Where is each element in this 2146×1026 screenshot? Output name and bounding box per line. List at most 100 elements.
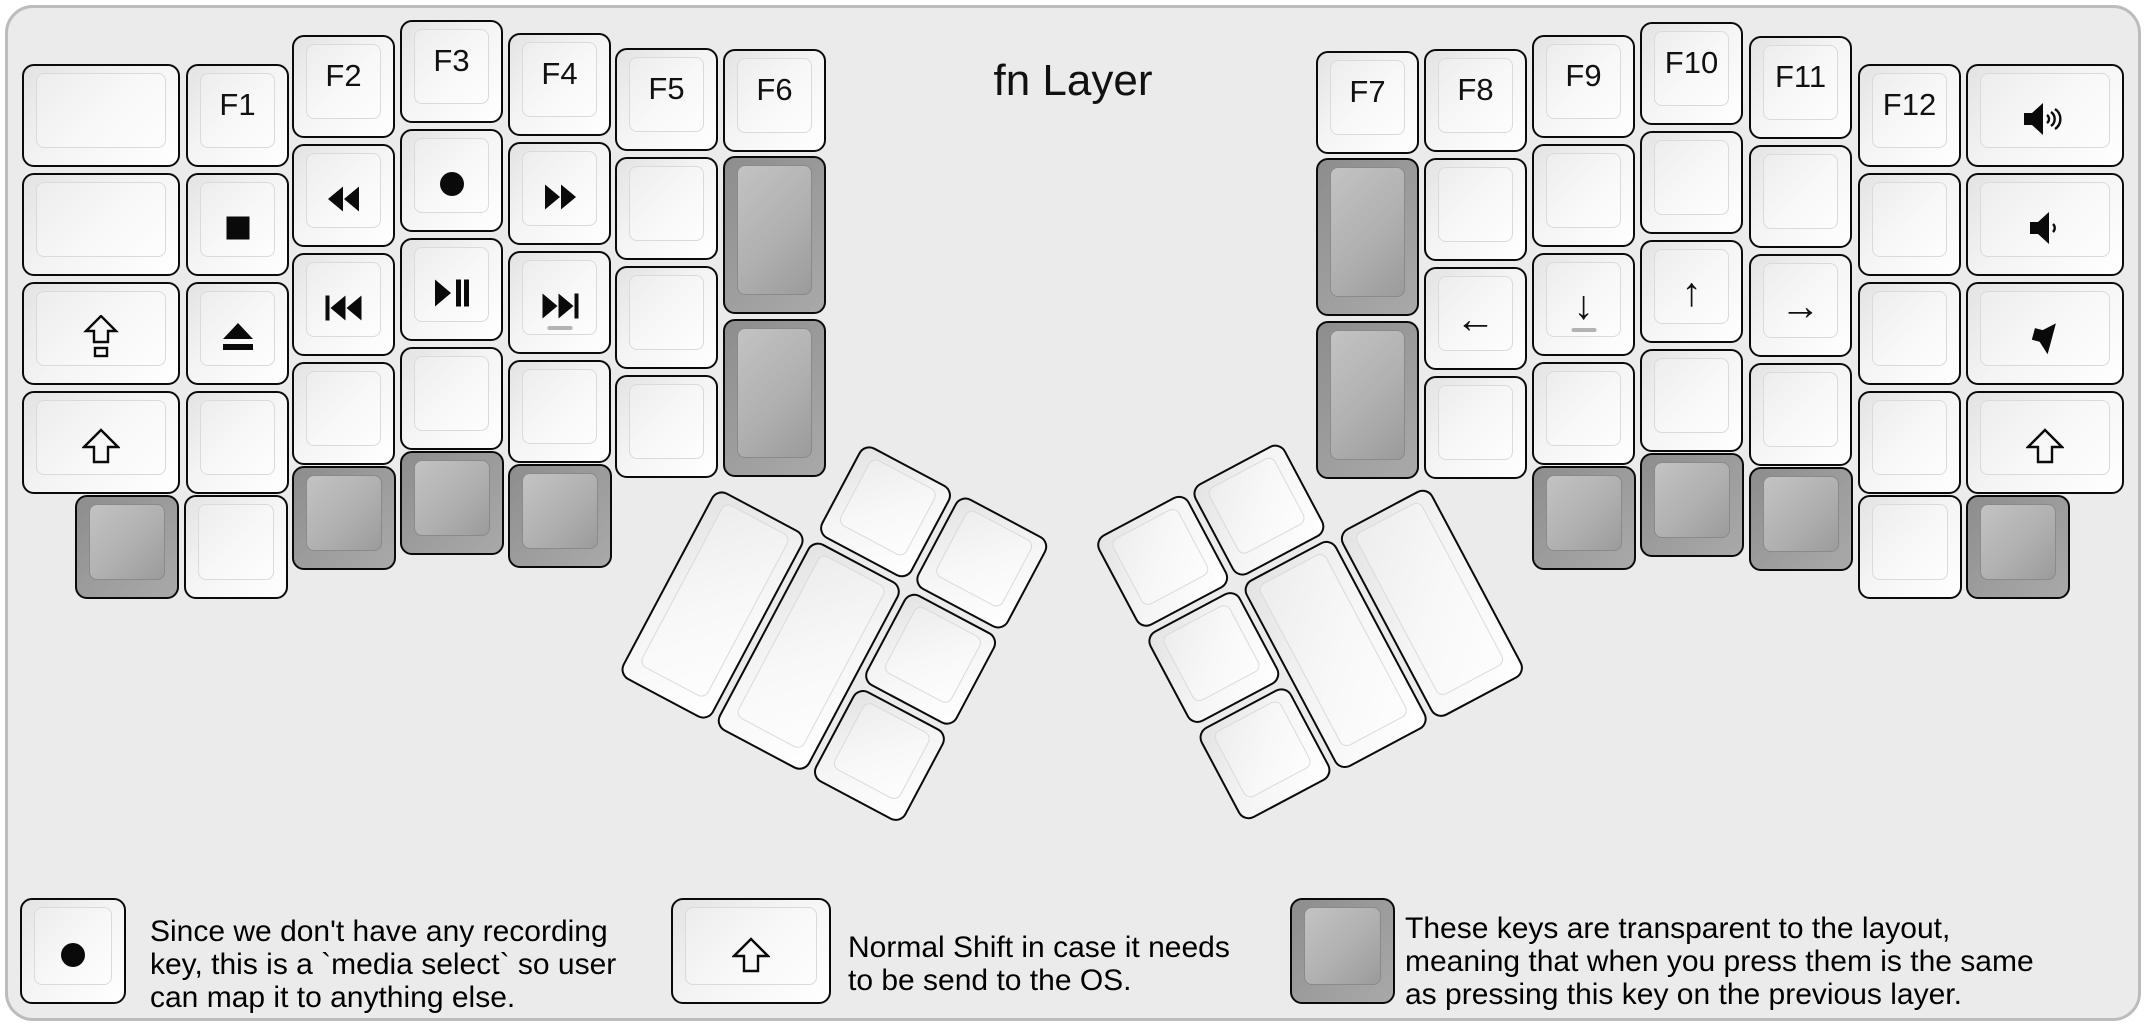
key-f2[interactable]: F2 [292,35,395,138]
key-media-next-track[interactable] [508,251,611,354]
keycap-surface [1438,167,1513,242]
key-blank[interactable] [186,391,289,494]
key-volume-up[interactable] [1966,64,2124,167]
key-media-record[interactable] [400,129,503,232]
key-mute[interactable] [1966,282,2124,385]
key-blank[interactable] [1424,158,1527,261]
key-f10[interactable]: F10 [1640,22,1743,125]
record-icon [60,942,86,968]
key-transparent[interactable] [1749,467,1853,571]
keycap-surface [306,371,381,446]
keycap-surface [1330,60,1405,135]
key-transparent[interactable] [723,156,826,314]
key-f7[interactable]: F7 [1316,51,1419,154]
homing-bar [1571,328,1596,332]
key-f3[interactable]: F3 [400,20,503,123]
page-title: fn Layer [993,56,1153,105]
key-blank[interactable] [1749,363,1852,466]
key-transparent[interactable] [1532,466,1636,570]
key-blank[interactable] [615,375,718,478]
key-blank[interactable] [400,347,503,450]
key-blank[interactable] [22,173,180,276]
key-transparent[interactable] [1640,453,1744,557]
key-media-prev-track[interactable] [292,253,395,356]
key-arrow-up-icon: ↑ [1681,270,1702,315]
key-transparent[interactable] [1316,321,1419,479]
key-blank[interactable] [615,157,718,260]
keycap-surface [200,400,275,475]
key-f12[interactable]: F12 [1858,64,1961,167]
key-f6[interactable]: F6 [723,49,826,152]
next-track-icon [541,293,578,319]
key-blank[interactable] [1858,391,1961,494]
keycap-surface [1438,58,1513,133]
key-arrow-down[interactable]: ↓ [1532,253,1635,356]
keycap-surface [1654,140,1729,215]
key-blank[interactable] [1640,349,1743,452]
key-blank[interactable] [1532,144,1635,247]
key-media-fast-forward[interactable] [508,142,611,245]
key-blank[interactable] [508,360,611,463]
keycap-surface [1763,45,1838,120]
key-shift-left[interactable] [22,391,180,494]
key-blank[interactable] [184,495,288,599]
key-volume-down[interactable] [1966,173,2124,276]
key-arrow-left[interactable]: ← [1424,267,1527,370]
key-label: F9 [1565,58,1602,93]
key-blank[interactable] [1749,145,1852,248]
keycap-surface [1211,698,1314,801]
key-label: F2 [325,58,362,93]
key-transparent[interactable] [723,319,826,477]
keycap-surface [198,504,274,580]
key-label: F3 [433,43,470,78]
key-transparent[interactable] [400,451,504,555]
key-media-play-pause[interactable] [400,238,503,341]
key-blank[interactable] [22,64,180,167]
key-blank[interactable] [1858,173,1961,276]
key-blank[interactable] [615,266,718,369]
key-f5[interactable]: F5 [615,48,718,151]
keycap-surface [882,604,984,706]
key-blank[interactable] [1858,495,1962,599]
mute-icon [2025,319,2065,355]
keycap-surface [1109,506,1212,608]
key-transparent[interactable] [1966,495,2070,599]
key-media-stop[interactable] [186,173,289,276]
keycap-surface [1654,462,1730,538]
key-f4[interactable]: F4 [508,33,611,136]
key-blank[interactable] [1424,376,1527,479]
keycap-surface [1654,31,1729,106]
keycap-surface [306,44,381,119]
key-label: F11 [1774,59,1827,94]
key-blank[interactable] [1640,131,1743,234]
key-f11[interactable]: F11 [1749,36,1852,139]
key-f8[interactable]: F8 [1424,49,1527,152]
key-f1[interactable]: F1 [186,64,289,167]
key-label: F4 [541,56,578,91]
key-transparent[interactable] [75,495,179,599]
key-transparent[interactable] [508,464,612,568]
key-shift-right[interactable] [1966,391,2124,494]
keycap-surface [1872,400,1947,475]
key-transparent[interactable] [292,466,396,570]
key-media-rewind[interactable] [292,144,395,247]
key-transparent[interactable] [1316,158,1419,316]
keycap-surface [1546,262,1621,337]
keycap-surface [1872,73,1947,148]
keycap-surface [36,182,166,257]
keycap-surface [1872,504,1948,580]
key-eject[interactable] [186,282,289,385]
key-blank[interactable] [1858,282,1961,385]
keycap-surface [837,456,939,559]
keycap-surface [1654,358,1729,433]
key-caps-lock[interactable] [22,282,180,385]
keycap-surface [306,475,382,551]
key-arrow-right[interactable]: → [1749,254,1852,357]
key-blank[interactable] [292,362,395,465]
key-arrow-left-icon: ← [1455,297,1496,342]
key-blank[interactable] [1532,362,1635,465]
key-f9[interactable]: F9 [1532,35,1635,138]
key-arrow-up[interactable]: ↑ [1640,240,1743,343]
